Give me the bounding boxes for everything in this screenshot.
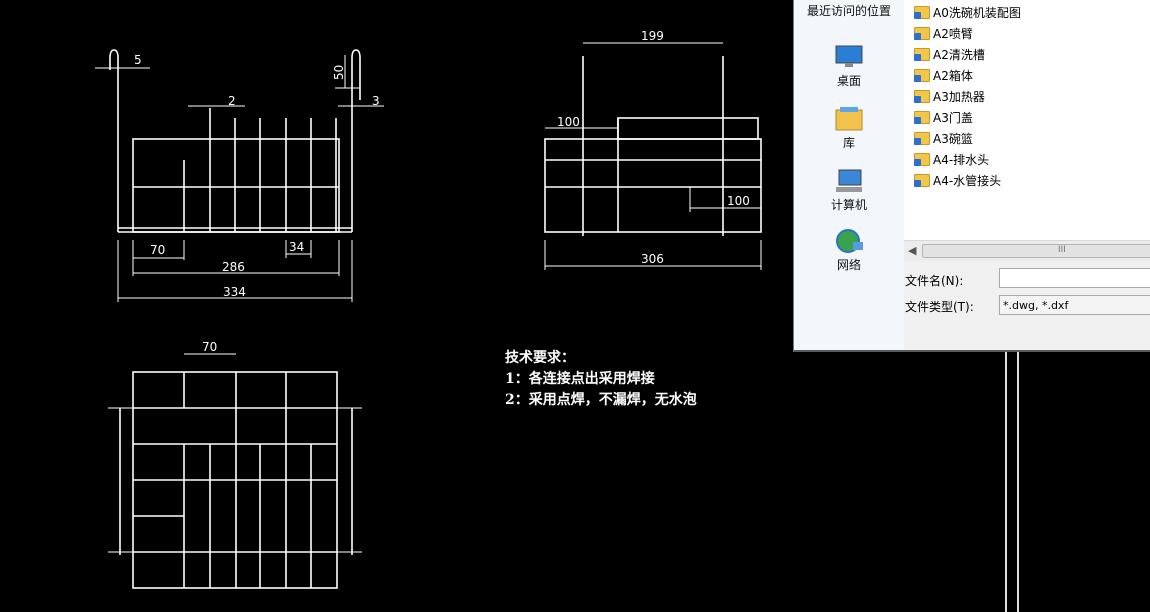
dim-5: 5 bbox=[134, 53, 142, 67]
dim-70-front: 70 bbox=[150, 243, 165, 257]
list-item[interactable]: A3门盖 bbox=[914, 107, 973, 127]
folder-icon bbox=[914, 5, 930, 19]
dim-3: 3 bbox=[372, 94, 380, 108]
place-label: 计算机 bbox=[830, 198, 867, 212]
list-item[interactable]: A0洗碗机装配图 bbox=[914, 2, 1021, 22]
dialog-stand bbox=[1005, 350, 1019, 612]
side-view: 199 100 100 306 bbox=[544, 29, 762, 270]
place-library[interactable]: 库 bbox=[794, 106, 904, 151]
desktop-icon bbox=[835, 45, 863, 67]
place-network[interactable]: 网络 bbox=[794, 228, 904, 273]
horizontal-scrollbar[interactable]: ◀ III bbox=[904, 240, 1150, 261]
scroll-left-icon[interactable]: ◀ bbox=[908, 244, 917, 257]
filetype-select[interactable]: *.dwg, *.dxf bbox=[999, 295, 1150, 315]
top-view: 70 bbox=[108, 340, 362, 589]
place-label: 库 bbox=[842, 136, 855, 150]
place-recent[interactable]: 最近访问的位置 bbox=[794, 2, 904, 19]
technical-requirements: 技术要求： 1：各连接点出采用焊接 2：采用点焊，不漏焊，无水泡 bbox=[505, 348, 697, 411]
tech-title: 技术要求： bbox=[505, 350, 575, 366]
place-computer[interactable]: 计算机 bbox=[794, 168, 904, 213]
library-icon bbox=[835, 107, 863, 131]
scroll-thumb[interactable]: III bbox=[922, 244, 1150, 258]
list-item[interactable]: A2喷臂 bbox=[914, 23, 973, 43]
place-desktop[interactable]: 桌面 bbox=[794, 44, 904, 89]
filetype-label: 文件类型(T): bbox=[905, 300, 974, 314]
folder-icon bbox=[914, 110, 930, 124]
dim-199: 199 bbox=[641, 29, 664, 43]
dim-50: 50 bbox=[332, 65, 346, 80]
folder-icon bbox=[914, 68, 930, 82]
folder-icon bbox=[914, 26, 930, 40]
computer-icon bbox=[836, 169, 862, 192]
place-label: 网络 bbox=[836, 258, 861, 272]
dim-70-top: 70 bbox=[202, 340, 217, 354]
folder-icon bbox=[914, 47, 930, 61]
dim-306: 306 bbox=[641, 252, 664, 266]
folder-icon bbox=[914, 89, 930, 103]
list-item[interactable]: A4-排水头 bbox=[914, 149, 989, 169]
list-item[interactable]: A2清洗槽 bbox=[914, 44, 985, 64]
network-icon bbox=[836, 229, 863, 253]
file-open-dialog[interactable]: 最近访问的位置 桌面 库 计算机 网络 A0洗碗机装配图 A2喷臂 A2清洗槽 … bbox=[793, 0, 1150, 352]
dim-286: 286 bbox=[222, 260, 245, 274]
place-label: 桌面 bbox=[836, 74, 861, 88]
dim-334: 334 bbox=[223, 285, 246, 299]
list-item[interactable]: A3碗篮 bbox=[914, 128, 973, 148]
folder-icon bbox=[914, 131, 930, 145]
filename-input[interactable] bbox=[999, 268, 1150, 288]
filename-label: 文件名(N): bbox=[905, 274, 964, 288]
list-item[interactable]: A4-水管接头 bbox=[914, 170, 1001, 190]
file-list[interactable]: A0洗碗机装配图 A2喷臂 A2清洗槽 A2箱体 A3加热器 A3门盖 A3碗篮… bbox=[904, 0, 1150, 240]
tech-line-1: 1：各连接点出采用焊接 bbox=[505, 371, 655, 387]
dim-2: 2 bbox=[228, 94, 236, 108]
places-bar: 最近访问的位置 桌面 库 计算机 网络 bbox=[794, 0, 904, 350]
dim-34: 34 bbox=[289, 240, 304, 254]
list-item[interactable]: A2箱体 bbox=[914, 65, 973, 85]
tech-line-2: 2：采用点焊，不漏焊，无水泡 bbox=[505, 392, 697, 408]
place-label: 最近访问的位置 bbox=[806, 4, 891, 18]
dim-100-right: 100 bbox=[727, 194, 750, 208]
folder-icon bbox=[914, 173, 930, 187]
folder-icon bbox=[914, 152, 930, 166]
front-view: 5 50 2 3 70 34 286 334 bbox=[95, 49, 384, 302]
dim-100-left: 100 bbox=[557, 115, 580, 129]
list-item[interactable]: A3加热器 bbox=[914, 86, 985, 106]
